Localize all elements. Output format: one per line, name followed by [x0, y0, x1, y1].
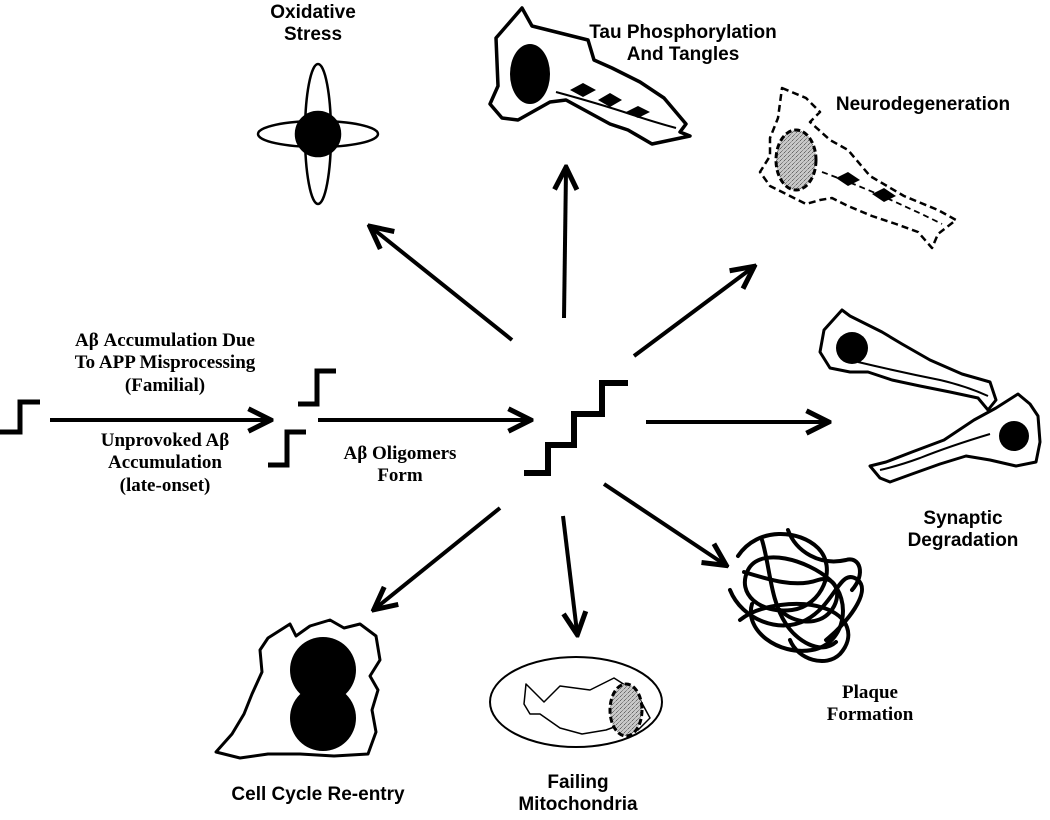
oligomers-label: Aβ Oligomers Form — [320, 443, 480, 488]
cell-cycle-label: Cell Cycle Re-entry — [198, 784, 438, 806]
familial-line-2: To APP Misprocessing — [74, 352, 256, 374]
neurodegeneration-label: Neurodegeneration — [808, 94, 1038, 116]
familial-line-3: (Familial) — [124, 374, 206, 396]
tau-line-1: Tau Phosphorylation — [589, 22, 777, 43]
plaque-label: Plaque Formation — [810, 682, 930, 727]
arrow-to-plaque — [602, 482, 724, 564]
degenerating-neuron-icon — [758, 86, 958, 250]
arrow-to-tau — [564, 170, 566, 319]
late-onset-label: Unprovoked Aβ Accumulation (late-onset) — [60, 430, 270, 497]
tau-label: Tau Phosphorylation And Tangles — [558, 22, 808, 67]
stair-lower-middle-icon — [268, 429, 306, 468]
mitochondria-line-2: Mitochondria — [518, 794, 638, 816]
oxidative-stress-line-1: Oxidative — [270, 2, 356, 23]
oxidative-stress-label: Oxidative Stress — [258, 2, 368, 47]
stair-large-center-icon — [524, 380, 628, 476]
familial-line-1: Aβ Accumulation Due — [75, 330, 255, 351]
mitochondria-label: Failing Mitochondria — [508, 772, 648, 817]
familial-label: Aβ Accumulation Due To APP Misprocessing… — [40, 330, 290, 397]
arrow-to-mitochondria — [561, 515, 577, 632]
plaque-line-1: Plaque — [842, 682, 898, 703]
synaptic-line-2: Degradation — [907, 530, 1019, 552]
oligomers-line-1: Aβ Oligomers — [343, 443, 457, 464]
stair-small-left-icon — [0, 399, 40, 435]
tau-line-2: And Tangles — [626, 44, 740, 66]
neurodegeneration-line-1: Neurodegeneration — [835, 94, 1011, 115]
late-onset-line-3: (late-onset) — [119, 474, 211, 496]
mitochondria-line-1: Failing — [547, 772, 609, 793]
arrow-to-oxidative-stress — [372, 228, 514, 342]
synaptic-label: Synaptic Degradation — [888, 508, 1038, 553]
stair-upper-middle-icon — [298, 368, 336, 407]
cell-cycle-cell-icon — [214, 618, 382, 760]
oxidative-stress-icon — [256, 62, 380, 206]
arrow-to-cell-cycle — [376, 506, 502, 608]
synaptic-neuron-bottom-icon — [868, 392, 1042, 484]
arrow-to-neurodegeneration — [632, 268, 752, 358]
plaque-tangle-icon — [728, 528, 864, 664]
plaque-line-2: Formation — [826, 704, 914, 726]
failing-mitochondria-icon — [489, 656, 663, 748]
late-onset-line-1: Unprovoked Aβ — [100, 430, 230, 451]
tau-neuron-icon — [488, 6, 692, 146]
cell-cycle-line-1: Cell Cycle Re-entry — [231, 784, 405, 805]
synaptic-line-1: Synaptic — [923, 508, 1003, 529]
oxidative-stress-line-2: Stress — [283, 24, 343, 46]
synaptic-neuron-top-icon — [818, 308, 998, 412]
late-onset-line-2: Accumulation — [108, 452, 222, 474]
oligomers-line-2: Form — [377, 465, 423, 487]
